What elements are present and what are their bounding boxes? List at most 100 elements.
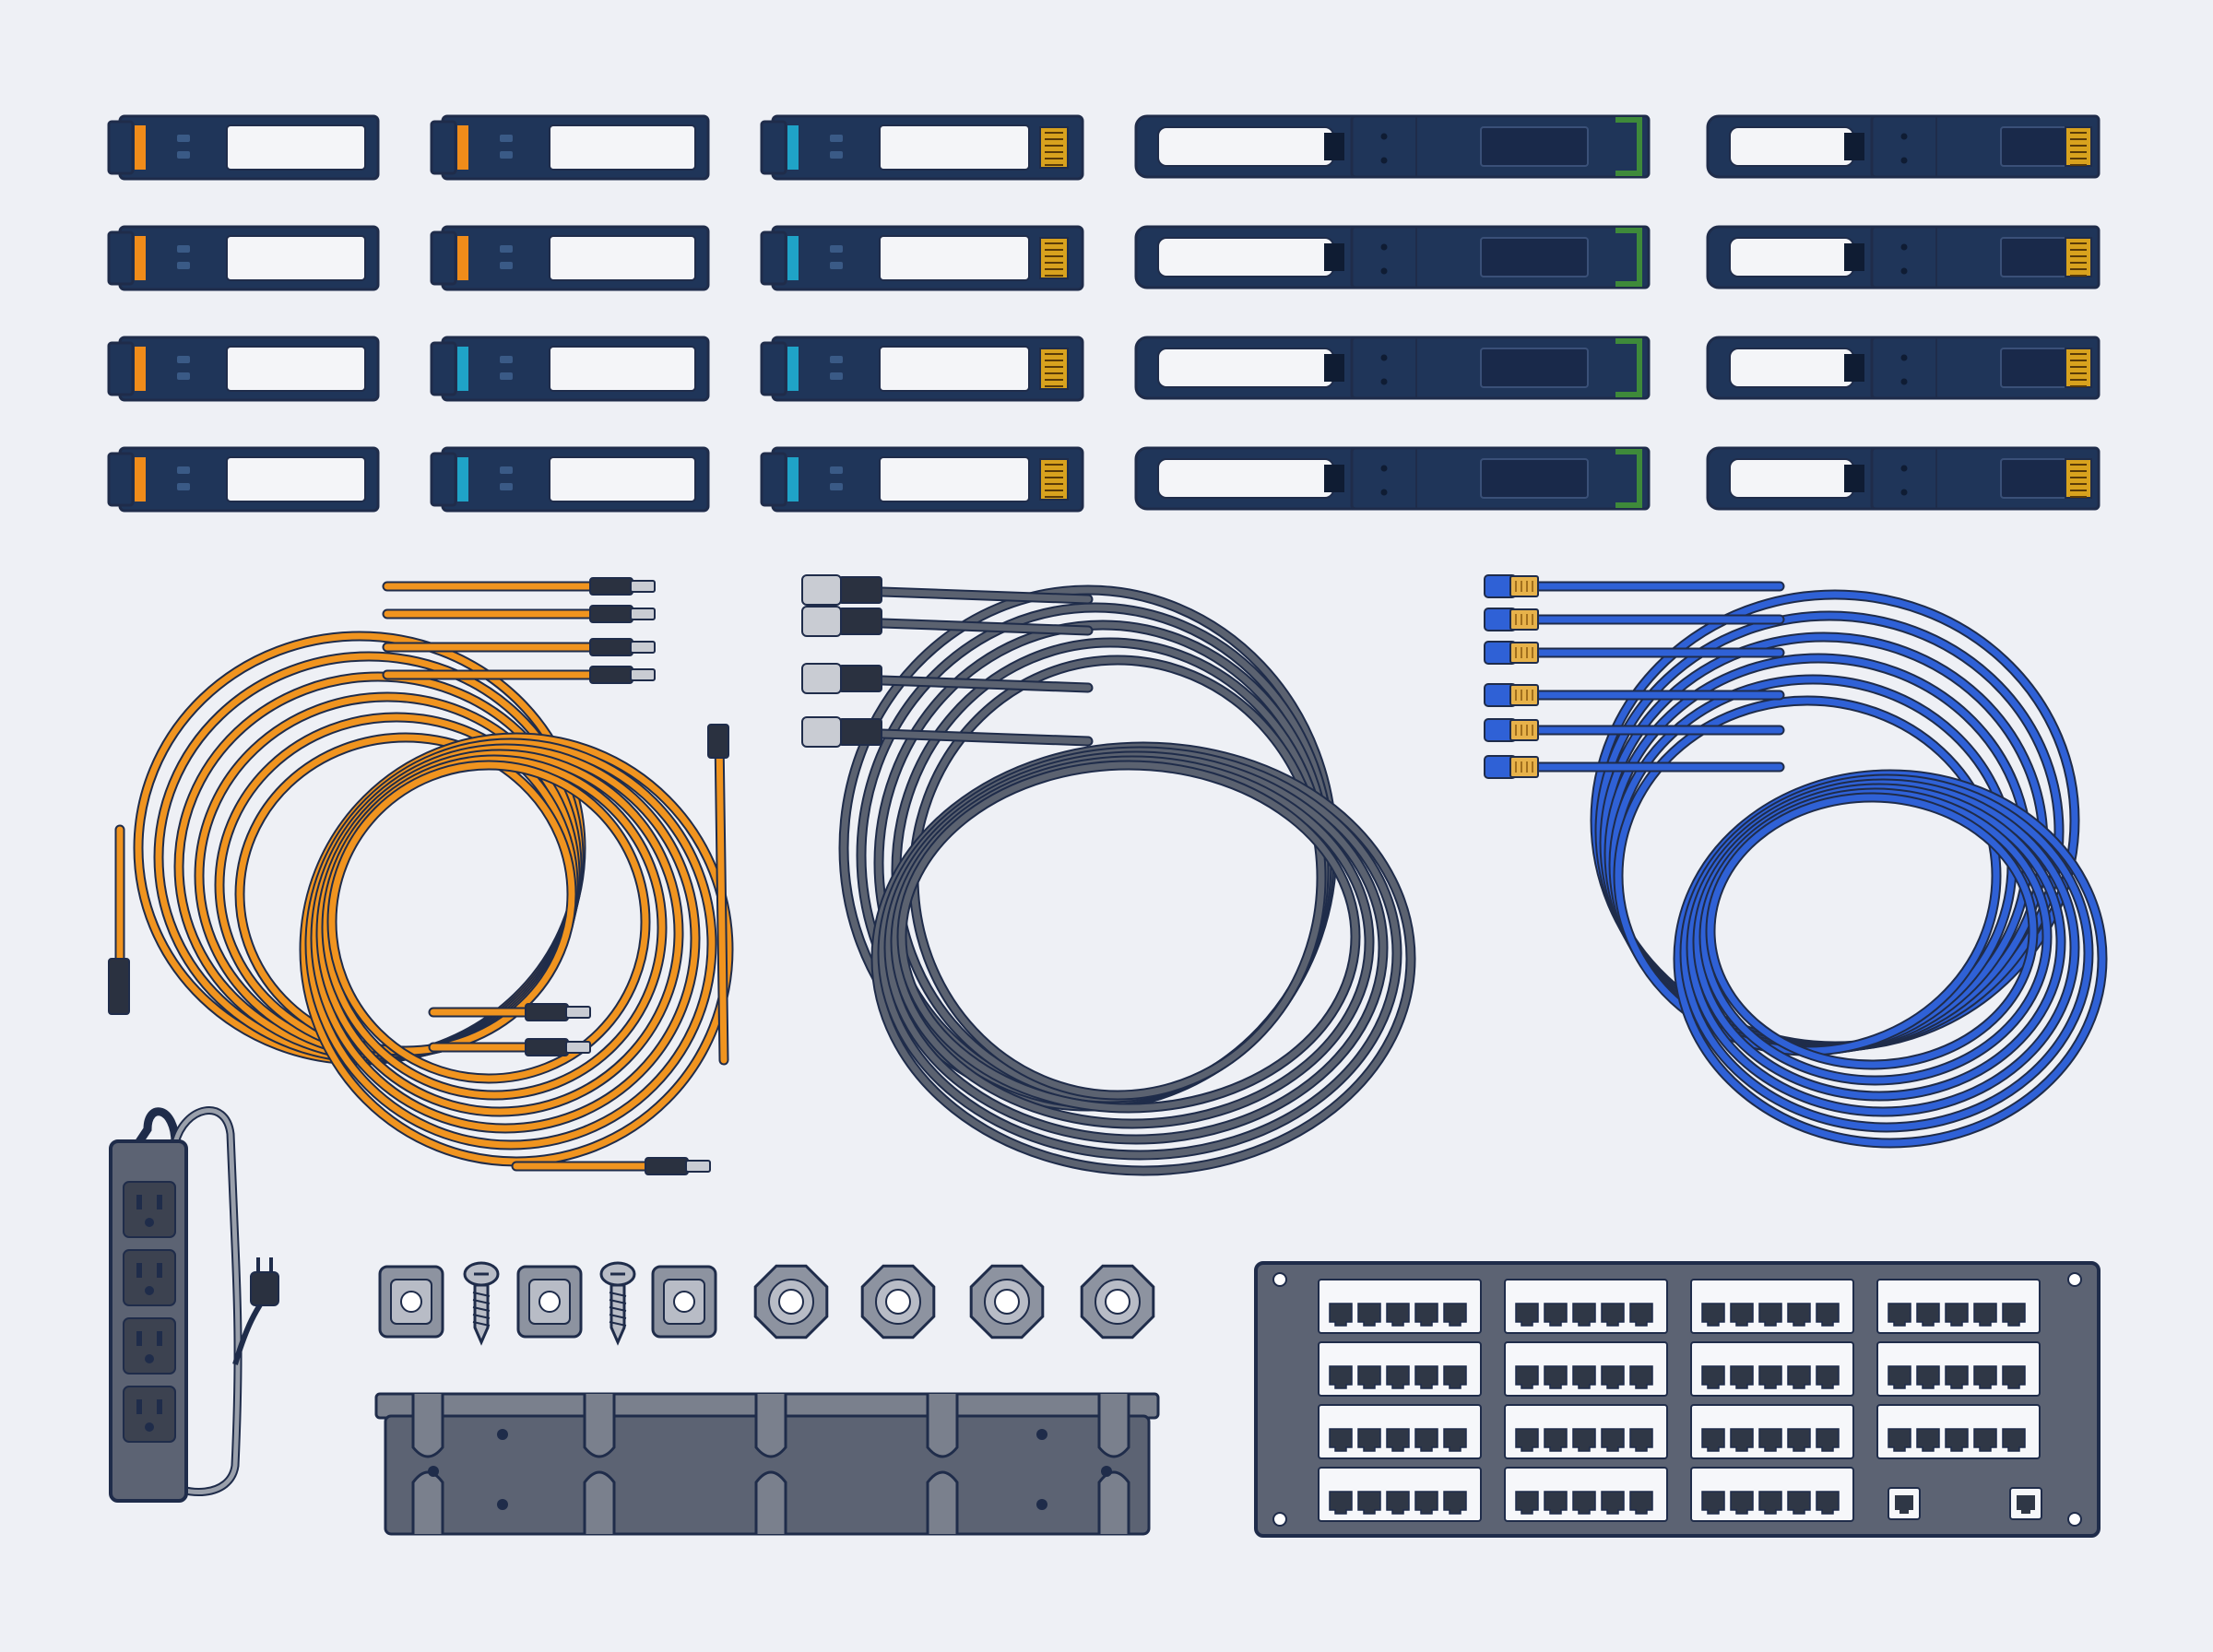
rack-hardware-group <box>109 1106 2101 1538</box>
rj45-port-icon <box>1730 1491 1754 1515</box>
rj45-port-icon <box>2002 1365 2026 1389</box>
latch-icon <box>787 236 799 280</box>
qsfp-module-icon <box>1706 336 2101 400</box>
rj45-port-icon <box>1443 1303 1467 1327</box>
contacts-icon <box>1039 237 1069 279</box>
rj45-port-icon <box>1816 1491 1840 1515</box>
rj45-port-icon <box>1701 1491 1725 1515</box>
rj45-port-icon <box>1515 1303 1539 1327</box>
latch-icon <box>457 236 468 280</box>
latch-icon <box>787 347 799 391</box>
rj45-port-icon <box>1816 1428 1840 1452</box>
rj45-port-icon <box>1888 1365 1911 1389</box>
rj45-port-icon <box>1414 1365 1438 1389</box>
rj45-port-icon <box>1544 1428 1568 1452</box>
hex-nut-icon <box>969 1264 1045 1339</box>
rj45-port-icon <box>1386 1428 1410 1452</box>
rj45-port-icon <box>1888 1428 1911 1452</box>
rj45-port-icon <box>1701 1365 1725 1389</box>
rj45-port-icon <box>1601 1428 1625 1452</box>
rj45-port-icon <box>1515 1491 1539 1515</box>
rj45-port-icon <box>1758 1491 1782 1515</box>
port-block-icon <box>1504 1279 1668 1334</box>
rj45-port-icon <box>1414 1303 1438 1327</box>
rj45-port-icon <box>1329 1491 1353 1515</box>
fiber-patch-cable-icon <box>108 577 734 1175</box>
rj45-port-icon <box>1730 1303 1754 1327</box>
port-block-icon <box>1318 1467 1482 1522</box>
port-block-icon <box>1504 1341 1668 1397</box>
port-block-icon <box>1690 1279 1854 1334</box>
hex-nut-icon <box>1080 1264 1155 1339</box>
rj45-port-icon <box>1357 1365 1381 1389</box>
sfp-module-icon <box>760 336 1084 402</box>
rj45-port-icon <box>1443 1491 1467 1515</box>
rj45-port-icon <box>1329 1428 1353 1452</box>
latch-icon <box>135 457 146 502</box>
rj45-port-icon <box>2009 1487 2042 1520</box>
sfp-module-icon <box>430 336 710 402</box>
sfp-module-icon <box>760 114 1084 181</box>
port-block-icon <box>1876 1279 2041 1334</box>
contacts-icon <box>1615 449 1642 508</box>
rj45-port-icon <box>1386 1491 1410 1515</box>
cables-group <box>108 574 2108 1176</box>
rj45-port-icon <box>1515 1428 1539 1452</box>
rj45-port-icon <box>2002 1428 2026 1452</box>
outlet-icon <box>123 1249 176 1306</box>
rj45-port-icon <box>1601 1491 1625 1515</box>
qsfp-module-icon <box>1706 114 2101 179</box>
sfp-modules-group <box>107 114 1084 513</box>
rj45-port-icon <box>1973 1303 1997 1327</box>
rj45-port-icon <box>1945 1365 1969 1389</box>
rj45-port-icon <box>1386 1303 1410 1327</box>
qsfp-module-icon <box>1706 225 2101 289</box>
rj45-port-icon <box>1544 1491 1568 1515</box>
rj45-port-icon <box>1572 1303 1596 1327</box>
rj45-port-icon <box>1443 1365 1467 1389</box>
rj45-port-icon <box>1787 1303 1811 1327</box>
screw-icon <box>599 1261 636 1346</box>
sfp-module-icon <box>430 225 710 291</box>
rj45-port-icon <box>1816 1365 1840 1389</box>
contacts-icon <box>1615 228 1642 287</box>
latch-icon <box>135 347 146 391</box>
port-block-icon <box>1504 1467 1668 1522</box>
outlet-icon <box>123 1317 176 1375</box>
rj45-port-icon <box>1629 1491 1653 1515</box>
contacts-icon <box>1615 117 1642 176</box>
rj45-port-icon <box>1701 1428 1725 1452</box>
rj45-port-icon <box>1544 1365 1568 1389</box>
contacts-icon <box>1039 458 1069 501</box>
outlet-icon <box>123 1386 176 1443</box>
qsfp-module-icon <box>1134 225 1651 289</box>
port-block-icon <box>1318 1341 1482 1397</box>
rj45-port-icon <box>1329 1303 1353 1327</box>
rj45-port-icon <box>1758 1303 1782 1327</box>
contacts-icon <box>1039 126 1069 169</box>
port-block-icon <box>1876 1341 2041 1397</box>
rj45-port-icon <box>1973 1365 1997 1389</box>
qsfp-module-icon <box>1134 336 1651 400</box>
rj45-port-icon <box>1443 1428 1467 1452</box>
port-block-icon <box>1690 1467 1854 1522</box>
rj45-port-icon <box>1816 1303 1840 1327</box>
rj45-port-icon <box>1601 1303 1625 1327</box>
port-block-icon <box>1690 1404 1854 1459</box>
contacts-icon <box>1615 338 1642 397</box>
rj45-port-icon <box>1414 1491 1438 1515</box>
rj45-port-icon <box>1515 1365 1539 1389</box>
cable-manager-icon <box>374 1392 1160 1536</box>
rj45-port-icon <box>1572 1365 1596 1389</box>
cage-nut-icon <box>651 1265 717 1339</box>
latch-icon <box>135 125 146 170</box>
sfp-module-icon <box>107 446 380 513</box>
rj45-port-icon <box>1357 1303 1381 1327</box>
sfp-module-icon <box>760 225 1084 291</box>
latch-icon <box>787 125 799 170</box>
sfp-module-icon <box>107 336 380 402</box>
rj45-port-icon <box>1787 1491 1811 1515</box>
latch-icon <box>457 347 468 391</box>
rj45-port-icon <box>1730 1365 1754 1389</box>
